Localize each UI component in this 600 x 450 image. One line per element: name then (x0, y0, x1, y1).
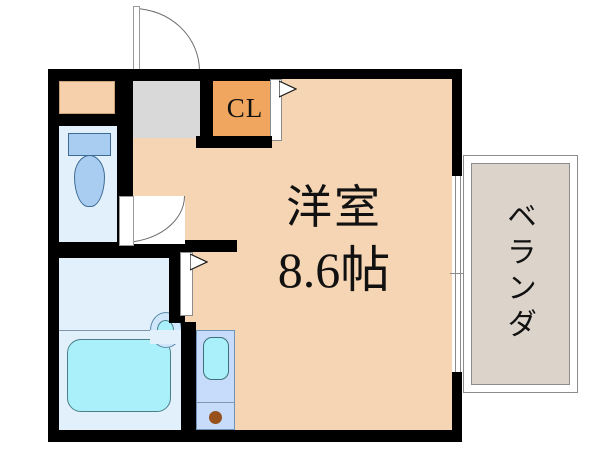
toilet-bowl-icon (74, 155, 105, 207)
entry-floor (133, 81, 203, 138)
closet-label: CL (226, 93, 264, 123)
interior-wall-closet-left (200, 79, 213, 139)
interior-wall-vertical-mid (117, 136, 133, 208)
veranda-window-mullion (450, 273, 466, 275)
entrance-door-arc (133, 8, 200, 71)
bath-divider-line (59, 330, 181, 332)
closet-door-arrow-icon (279, 80, 297, 98)
veranda-label: ベランダ (502, 200, 535, 344)
bath-door-leaf[interactable] (119, 196, 134, 246)
main-room-name: 洋室 (286, 182, 382, 233)
kitchen-door-arrow-icon (190, 253, 208, 271)
kitchen-sink-bowl-icon (203, 337, 229, 380)
shoe-box (59, 81, 115, 114)
interior-wall-vertical-left (117, 79, 133, 139)
closet-area (212, 81, 271, 138)
main-room-floor-upper (270, 79, 452, 139)
wash-basin-counter (150, 330, 181, 344)
interior-wall-horizontal-top (48, 114, 118, 126)
bathtub-icon (67, 339, 171, 412)
interior-wall-under-closet (196, 136, 272, 148)
veranda-floor (471, 163, 570, 385)
main-room-size: 8.6帖 (277, 242, 391, 298)
kitchen-counter-line (196, 402, 235, 404)
toilet-tank-icon (68, 133, 111, 156)
entrance-door-leaf[interactable] (133, 6, 140, 74)
interior-wall-vertical-kitchen (181, 322, 196, 430)
stove-burner-icon (209, 411, 222, 424)
